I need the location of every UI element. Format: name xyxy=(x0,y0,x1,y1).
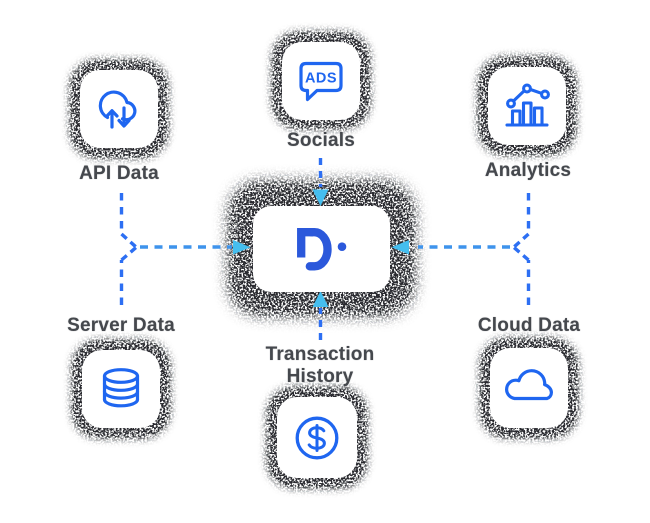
card-socials: ADS xyxy=(282,42,360,120)
connector-bottom-group xyxy=(312,291,329,340)
database-icon xyxy=(102,368,140,408)
card-transaction-history xyxy=(277,397,357,478)
connector-top-group xyxy=(312,158,329,206)
label-transaction-history: Transaction History xyxy=(266,344,375,388)
label-cloud-data: Cloud Data xyxy=(477,315,581,336)
label-transaction-line1: Transaction xyxy=(265,344,375,365)
label-analytics: Analytics xyxy=(484,160,572,181)
label-transaction-line2: History xyxy=(286,366,354,387)
connector-right-merge-bottom xyxy=(512,246,530,262)
arrowhead-left-icon xyxy=(233,240,251,255)
dollar-circle-icon xyxy=(295,416,339,459)
hub-card xyxy=(253,206,390,292)
connector-right-merge-top xyxy=(512,232,530,249)
arrowhead-top-icon xyxy=(312,189,329,206)
label-api-data: API Data xyxy=(79,163,159,184)
label-socials: Socials xyxy=(287,130,355,151)
connector-left-merge-bottom xyxy=(120,246,138,262)
cloud-upload-download-icon xyxy=(98,90,137,129)
bar-line-chart-icon xyxy=(505,83,550,127)
card-cloud-data xyxy=(490,348,568,428)
ads-icon-text: ADS xyxy=(305,71,337,87)
card-api-data xyxy=(80,70,158,148)
arrowhead-bottom-icon xyxy=(312,291,329,307)
label-server-data: Server Data xyxy=(67,315,175,336)
connector-right-group xyxy=(391,193,531,305)
cloud-icon xyxy=(505,369,553,401)
connector-left-group xyxy=(119,193,251,305)
card-server-data xyxy=(82,350,160,428)
connector-left-merge-top xyxy=(120,232,138,249)
d-dot-logo-icon xyxy=(296,227,346,270)
ads-chat-bubble-icon: ADS xyxy=(299,61,343,102)
card-analytics xyxy=(488,67,566,145)
arrowhead-right-icon xyxy=(391,240,409,255)
